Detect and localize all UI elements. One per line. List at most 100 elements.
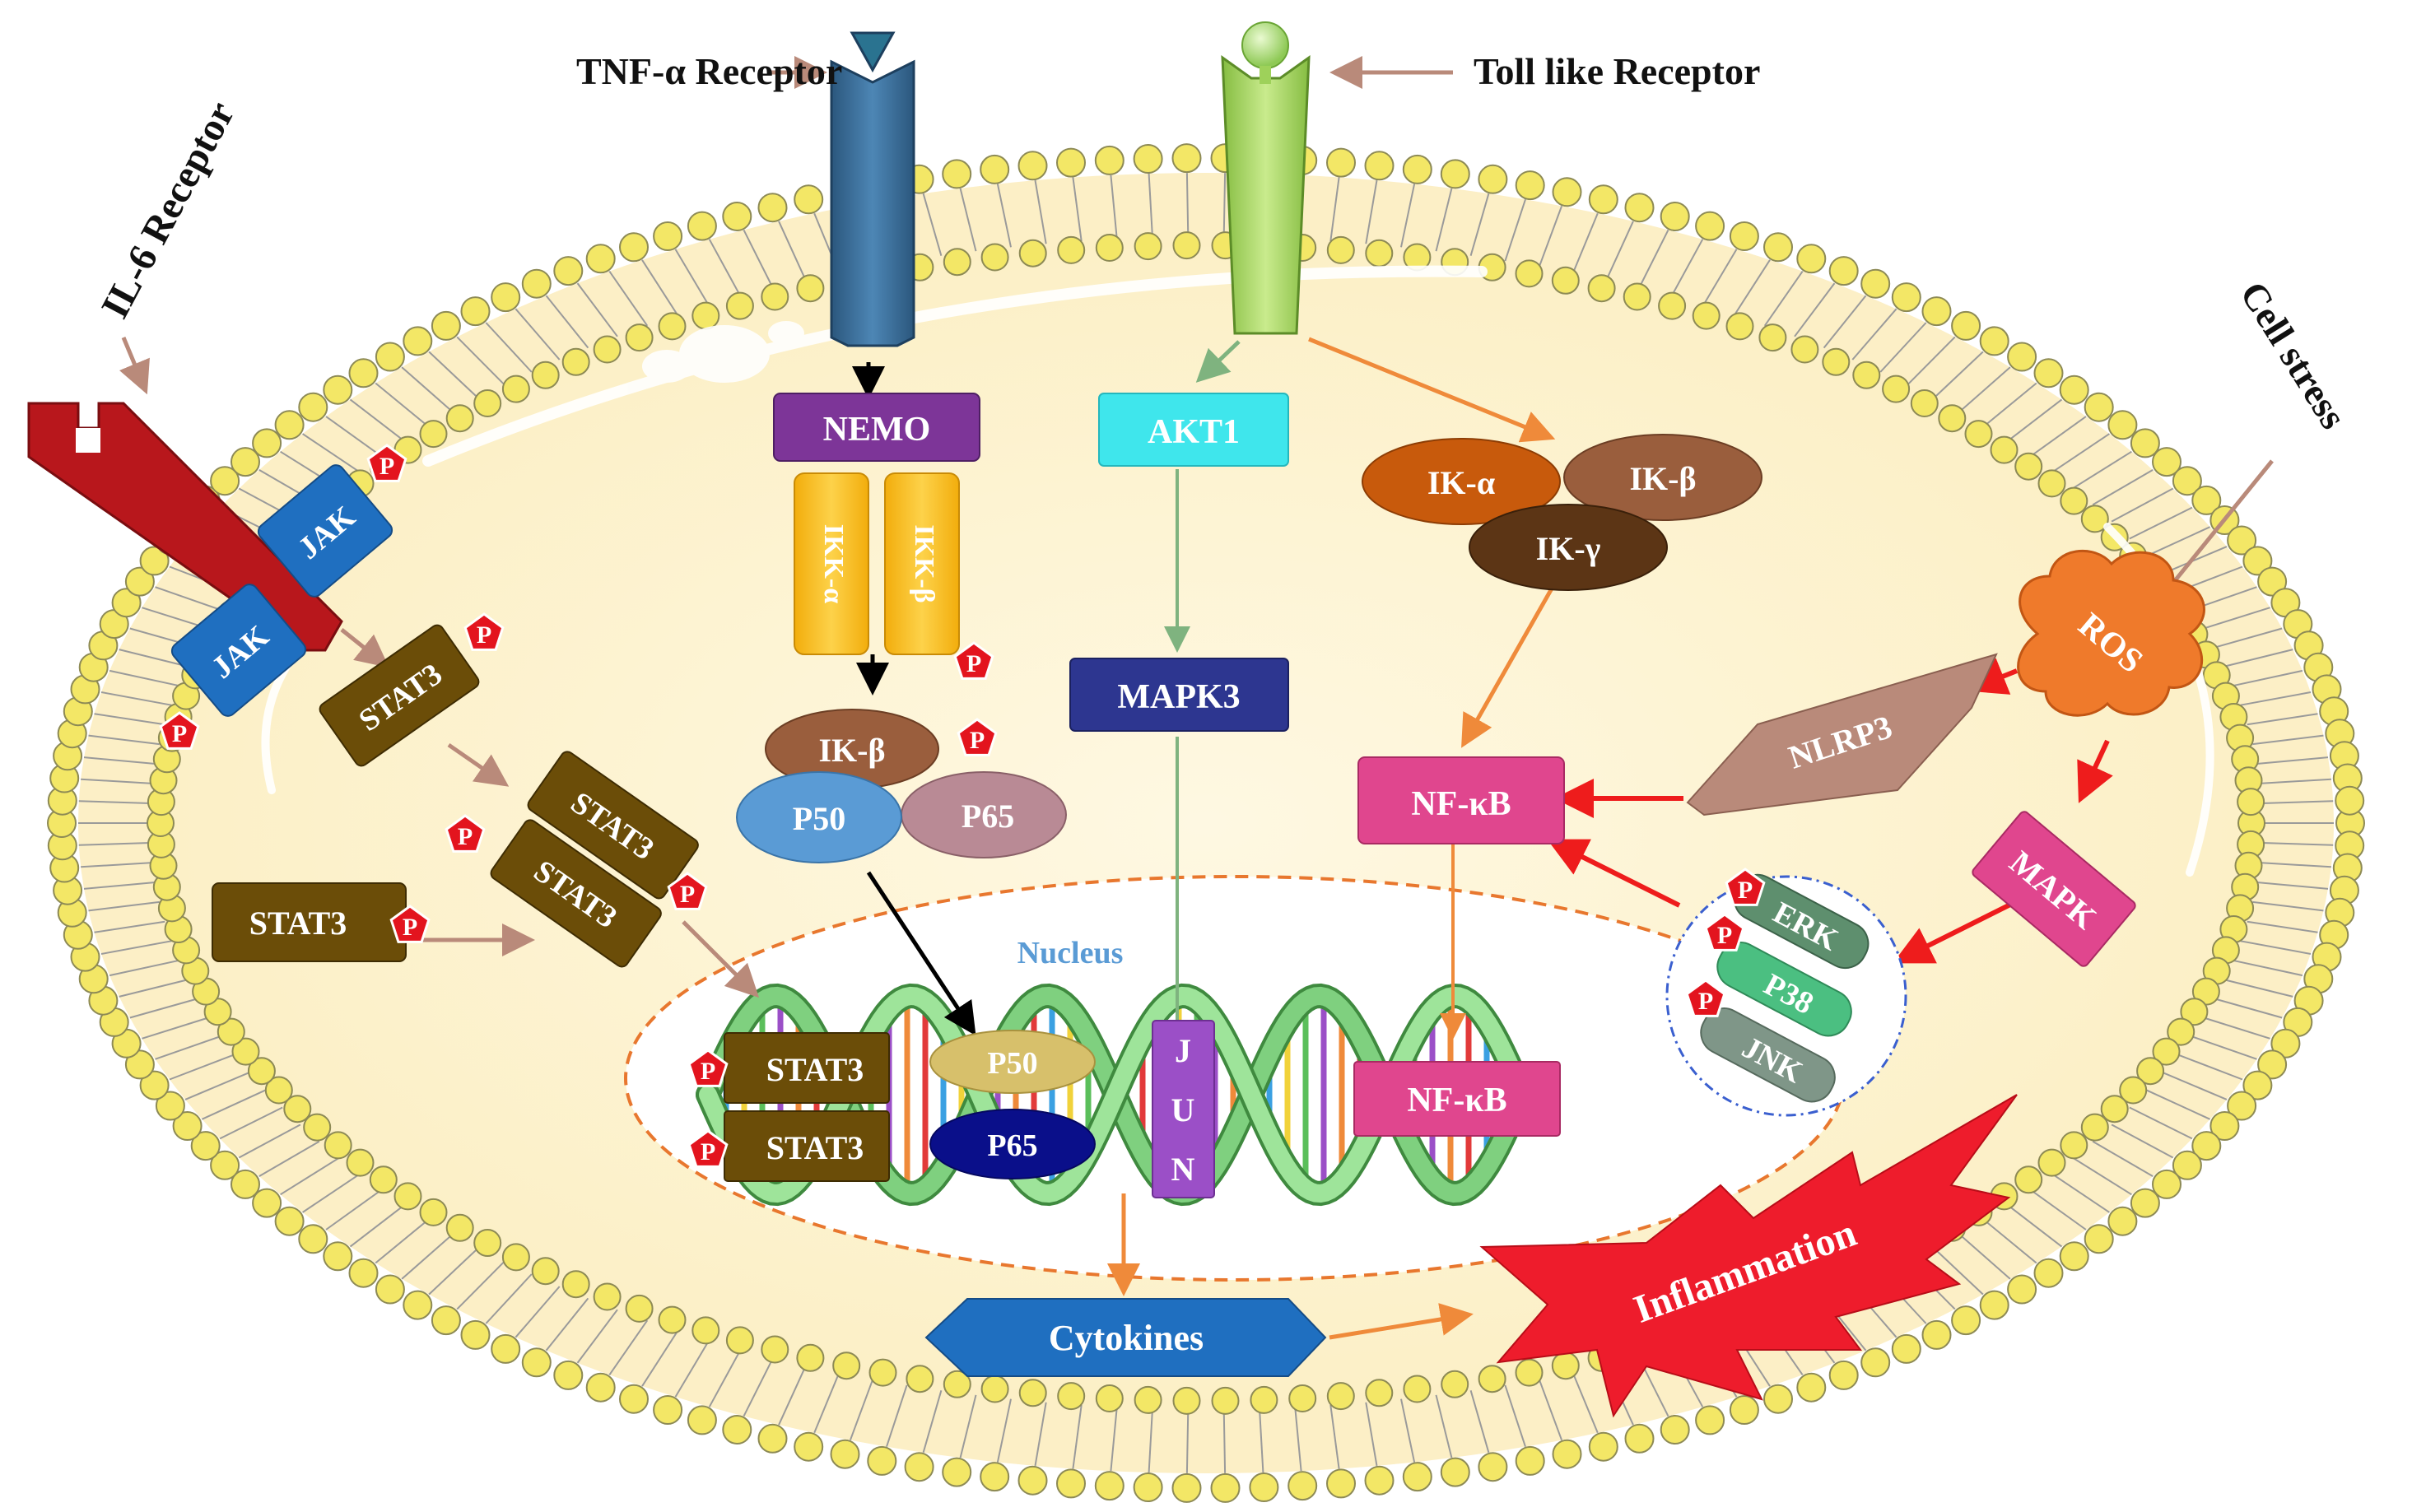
svg-text:IKK-α: IKK-α bbox=[818, 524, 849, 603]
lipid-head-inner bbox=[531, 361, 560, 389]
phospho-label: P bbox=[970, 727, 985, 754]
lipid-head-outer bbox=[210, 466, 240, 496]
phospho-label: P bbox=[1738, 877, 1753, 904]
lipid-tail bbox=[2202, 1017, 2270, 1040]
lipid-head-outer bbox=[1478, 1452, 1508, 1482]
lipid-head-inner bbox=[593, 335, 622, 364]
lipid-tail bbox=[2202, 607, 2270, 630]
lipid-head-outer bbox=[155, 1091, 185, 1121]
lipid-tail bbox=[2129, 506, 2193, 540]
lipid-tail bbox=[1794, 282, 1836, 337]
phospho-label: P bbox=[1717, 922, 1732, 949]
lipid-head-outer bbox=[722, 1415, 752, 1445]
lipid-tail bbox=[1851, 308, 1897, 361]
lipid-head-outer bbox=[172, 1111, 203, 1141]
lipid-head-inner bbox=[1822, 347, 1851, 376]
lipid-head-inner bbox=[2119, 1076, 2148, 1105]
lipid-tail bbox=[2213, 998, 2283, 1019]
lipid-tail bbox=[2247, 920, 2318, 933]
lipid-head-outer bbox=[1921, 1319, 1952, 1350]
lipid-tail bbox=[1538, 205, 1563, 268]
lipid-tail bbox=[1670, 239, 1704, 298]
nfkb-box: NF-κB bbox=[1357, 756, 1565, 844]
phospho-label: P bbox=[172, 720, 187, 747]
lipid-head-inner bbox=[980, 243, 1009, 272]
lipid-head-inner bbox=[2060, 486, 2088, 515]
lipid-tail bbox=[1733, 259, 1771, 316]
lipid-head-outer bbox=[2191, 1131, 2222, 1161]
svg-text:IK-β: IK-β bbox=[818, 732, 885, 769]
jak-upper-box: JAK bbox=[257, 464, 393, 598]
lipid-head-outer bbox=[2107, 1206, 2138, 1236]
ikk-alpha-box: IKK-α bbox=[794, 472, 869, 655]
lipid-head-outer bbox=[431, 1305, 461, 1336]
svg-text:P65: P65 bbox=[962, 798, 1014, 835]
lipid-tail bbox=[996, 1398, 1012, 1463]
svg-text:Cytokines: Cytokines bbox=[1049, 1318, 1204, 1358]
phospho-badge: P bbox=[1704, 913, 1745, 951]
lipid-head-inner bbox=[247, 1057, 276, 1086]
lipid-head-inner bbox=[625, 1294, 654, 1323]
lipid-head-outer bbox=[653, 221, 683, 251]
lipid-head-outer bbox=[1210, 1472, 1241, 1503]
lipid-head-inner bbox=[1134, 232, 1162, 261]
il6-receptor-label: IL-6 Receptor bbox=[93, 95, 244, 325]
lipid-head-outer bbox=[687, 1405, 717, 1435]
lipid-head-inner bbox=[445, 404, 474, 433]
lipid-head-inner bbox=[231, 1037, 260, 1066]
lipid-head-inner bbox=[691, 1316, 720, 1345]
lipid-head-inner bbox=[1057, 235, 1086, 264]
lipid-tail bbox=[2176, 1053, 2243, 1081]
p65-oval: P65 bbox=[901, 771, 1067, 858]
phospho-shape bbox=[463, 612, 505, 651]
svg-text:P50: P50 bbox=[793, 800, 845, 837]
lipid-head-inner bbox=[625, 323, 654, 352]
phospho-label: P bbox=[477, 621, 491, 649]
lipid-head-inner bbox=[2080, 505, 2109, 533]
lipid-head-inner bbox=[1587, 274, 1616, 303]
lipid-tail bbox=[1222, 173, 1227, 238]
lipid-head-inner bbox=[324, 1131, 352, 1160]
lipid-head-inner bbox=[2014, 452, 2043, 481]
phospho-badge: P bbox=[1685, 979, 1726, 1017]
lipid-head-outer bbox=[111, 588, 142, 618]
lipid-head-inner bbox=[1790, 335, 1819, 364]
lipid-head-inner bbox=[393, 1182, 422, 1211]
lipid-tail bbox=[1823, 295, 1867, 349]
p65-nucleus-oval: P65 bbox=[929, 1109, 1096, 1179]
lipid-head-outer bbox=[252, 1188, 282, 1218]
lipid-head-outer bbox=[1094, 145, 1125, 175]
lipid-tail bbox=[302, 433, 361, 473]
lipid-head-outer bbox=[2107, 410, 2138, 440]
lipid-head-outer bbox=[687, 211, 717, 241]
lipid-tail bbox=[2111, 1124, 2174, 1159]
lipid-head-outer bbox=[190, 1131, 221, 1161]
nemo-box: NEMO bbox=[773, 393, 980, 462]
lipid-head-outer bbox=[2257, 566, 2288, 597]
lipid-head-outer bbox=[1478, 164, 1508, 194]
phospho-shape bbox=[1685, 979, 1726, 1017]
lipid-head-outer bbox=[585, 1372, 616, 1403]
lipid-head-inner bbox=[1326, 235, 1355, 264]
lipid-tail bbox=[428, 1247, 479, 1296]
lipid-head-outer bbox=[1979, 326, 2009, 356]
lipid-tail bbox=[375, 1219, 429, 1264]
svg-text:IK-γ: IK-γ bbox=[1536, 530, 1601, 567]
lipid-head-inner bbox=[419, 1198, 448, 1226]
lipid-head-outer bbox=[1326, 1468, 1356, 1499]
lipid-head-inner bbox=[1515, 259, 1544, 288]
lipid-tail bbox=[2252, 900, 2324, 912]
stat3-nucleus-1: STAT3 bbox=[724, 1032, 890, 1104]
mapk-family-cluster: ERK P38 JNK bbox=[1665, 873, 1907, 1117]
lipid-tail bbox=[2029, 416, 2087, 458]
lipid-tail bbox=[545, 295, 589, 349]
lipid-head-outer bbox=[1440, 1457, 1470, 1487]
lipid-tail bbox=[302, 1173, 361, 1213]
lipid-head-outer bbox=[942, 159, 972, 189]
ik-alpha-oval: IK-α bbox=[1362, 438, 1561, 525]
lipid-tail bbox=[2261, 842, 2334, 846]
lipid-head-outer bbox=[2209, 1111, 2240, 1141]
toll-ligand bbox=[1241, 21, 1289, 69]
lipid-tail bbox=[94, 920, 165, 933]
lipid-head-outer bbox=[980, 1462, 1010, 1492]
